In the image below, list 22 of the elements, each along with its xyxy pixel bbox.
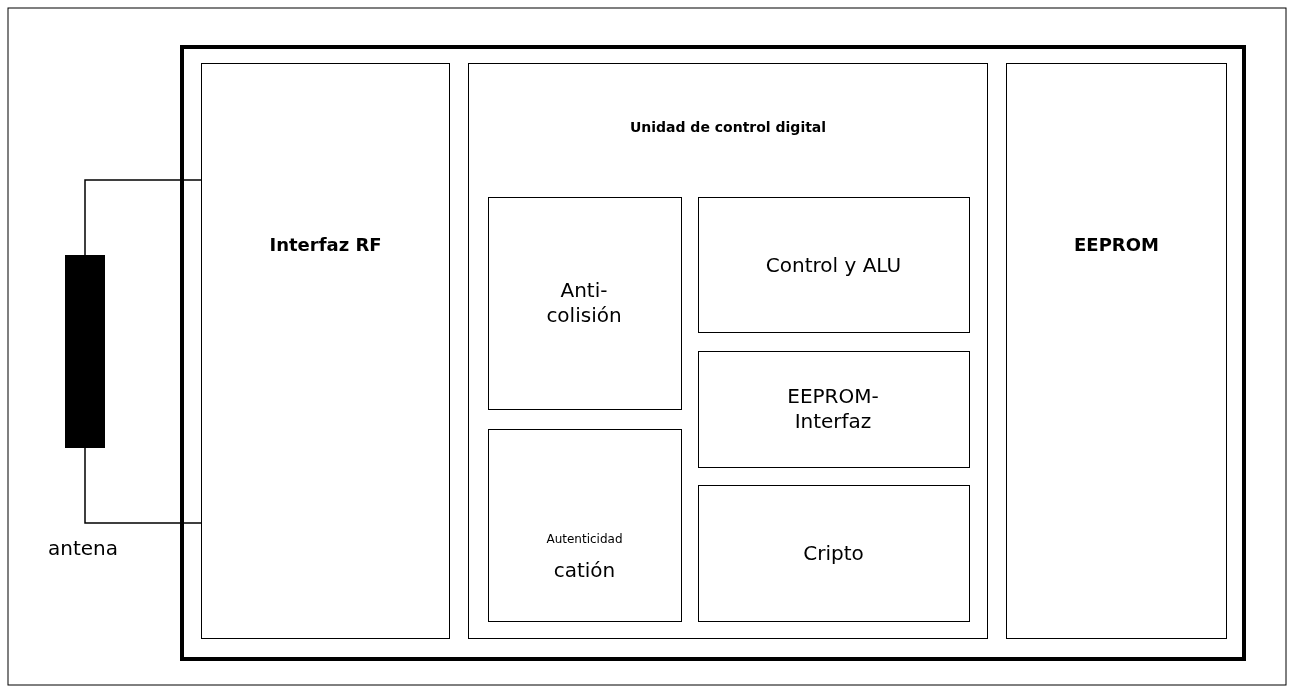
module-box: [697, 350, 970, 468]
block-label: Anti- colisión: [545, 278, 623, 328]
block-label: EEPROM: [1073, 234, 1160, 257]
antenna-label: antena: [48, 536, 118, 560]
block-label: Cripto: [802, 540, 865, 566]
block-label: Unidad de control digital: [628, 119, 828, 137]
module-box: [201, 63, 450, 639]
unit-box: [468, 63, 988, 639]
module-box: [1006, 63, 1227, 639]
chip-outline: [180, 45, 1246, 661]
block-label: catión: [552, 557, 617, 583]
block-label: Interfaz RF: [268, 234, 383, 257]
module-box: [487, 428, 682, 622]
block-label: Autenticidad: [545, 531, 624, 547]
wire: [84, 179, 202, 256]
antenna-bar: [65, 255, 105, 448]
module-box: [697, 484, 970, 622]
block-label: EEPROM- Interfaz: [786, 384, 880, 434]
wire: [84, 447, 202, 524]
block-label: Control y ALU: [764, 252, 903, 277]
module-box: [697, 196, 970, 333]
module-box: [487, 196, 682, 410]
